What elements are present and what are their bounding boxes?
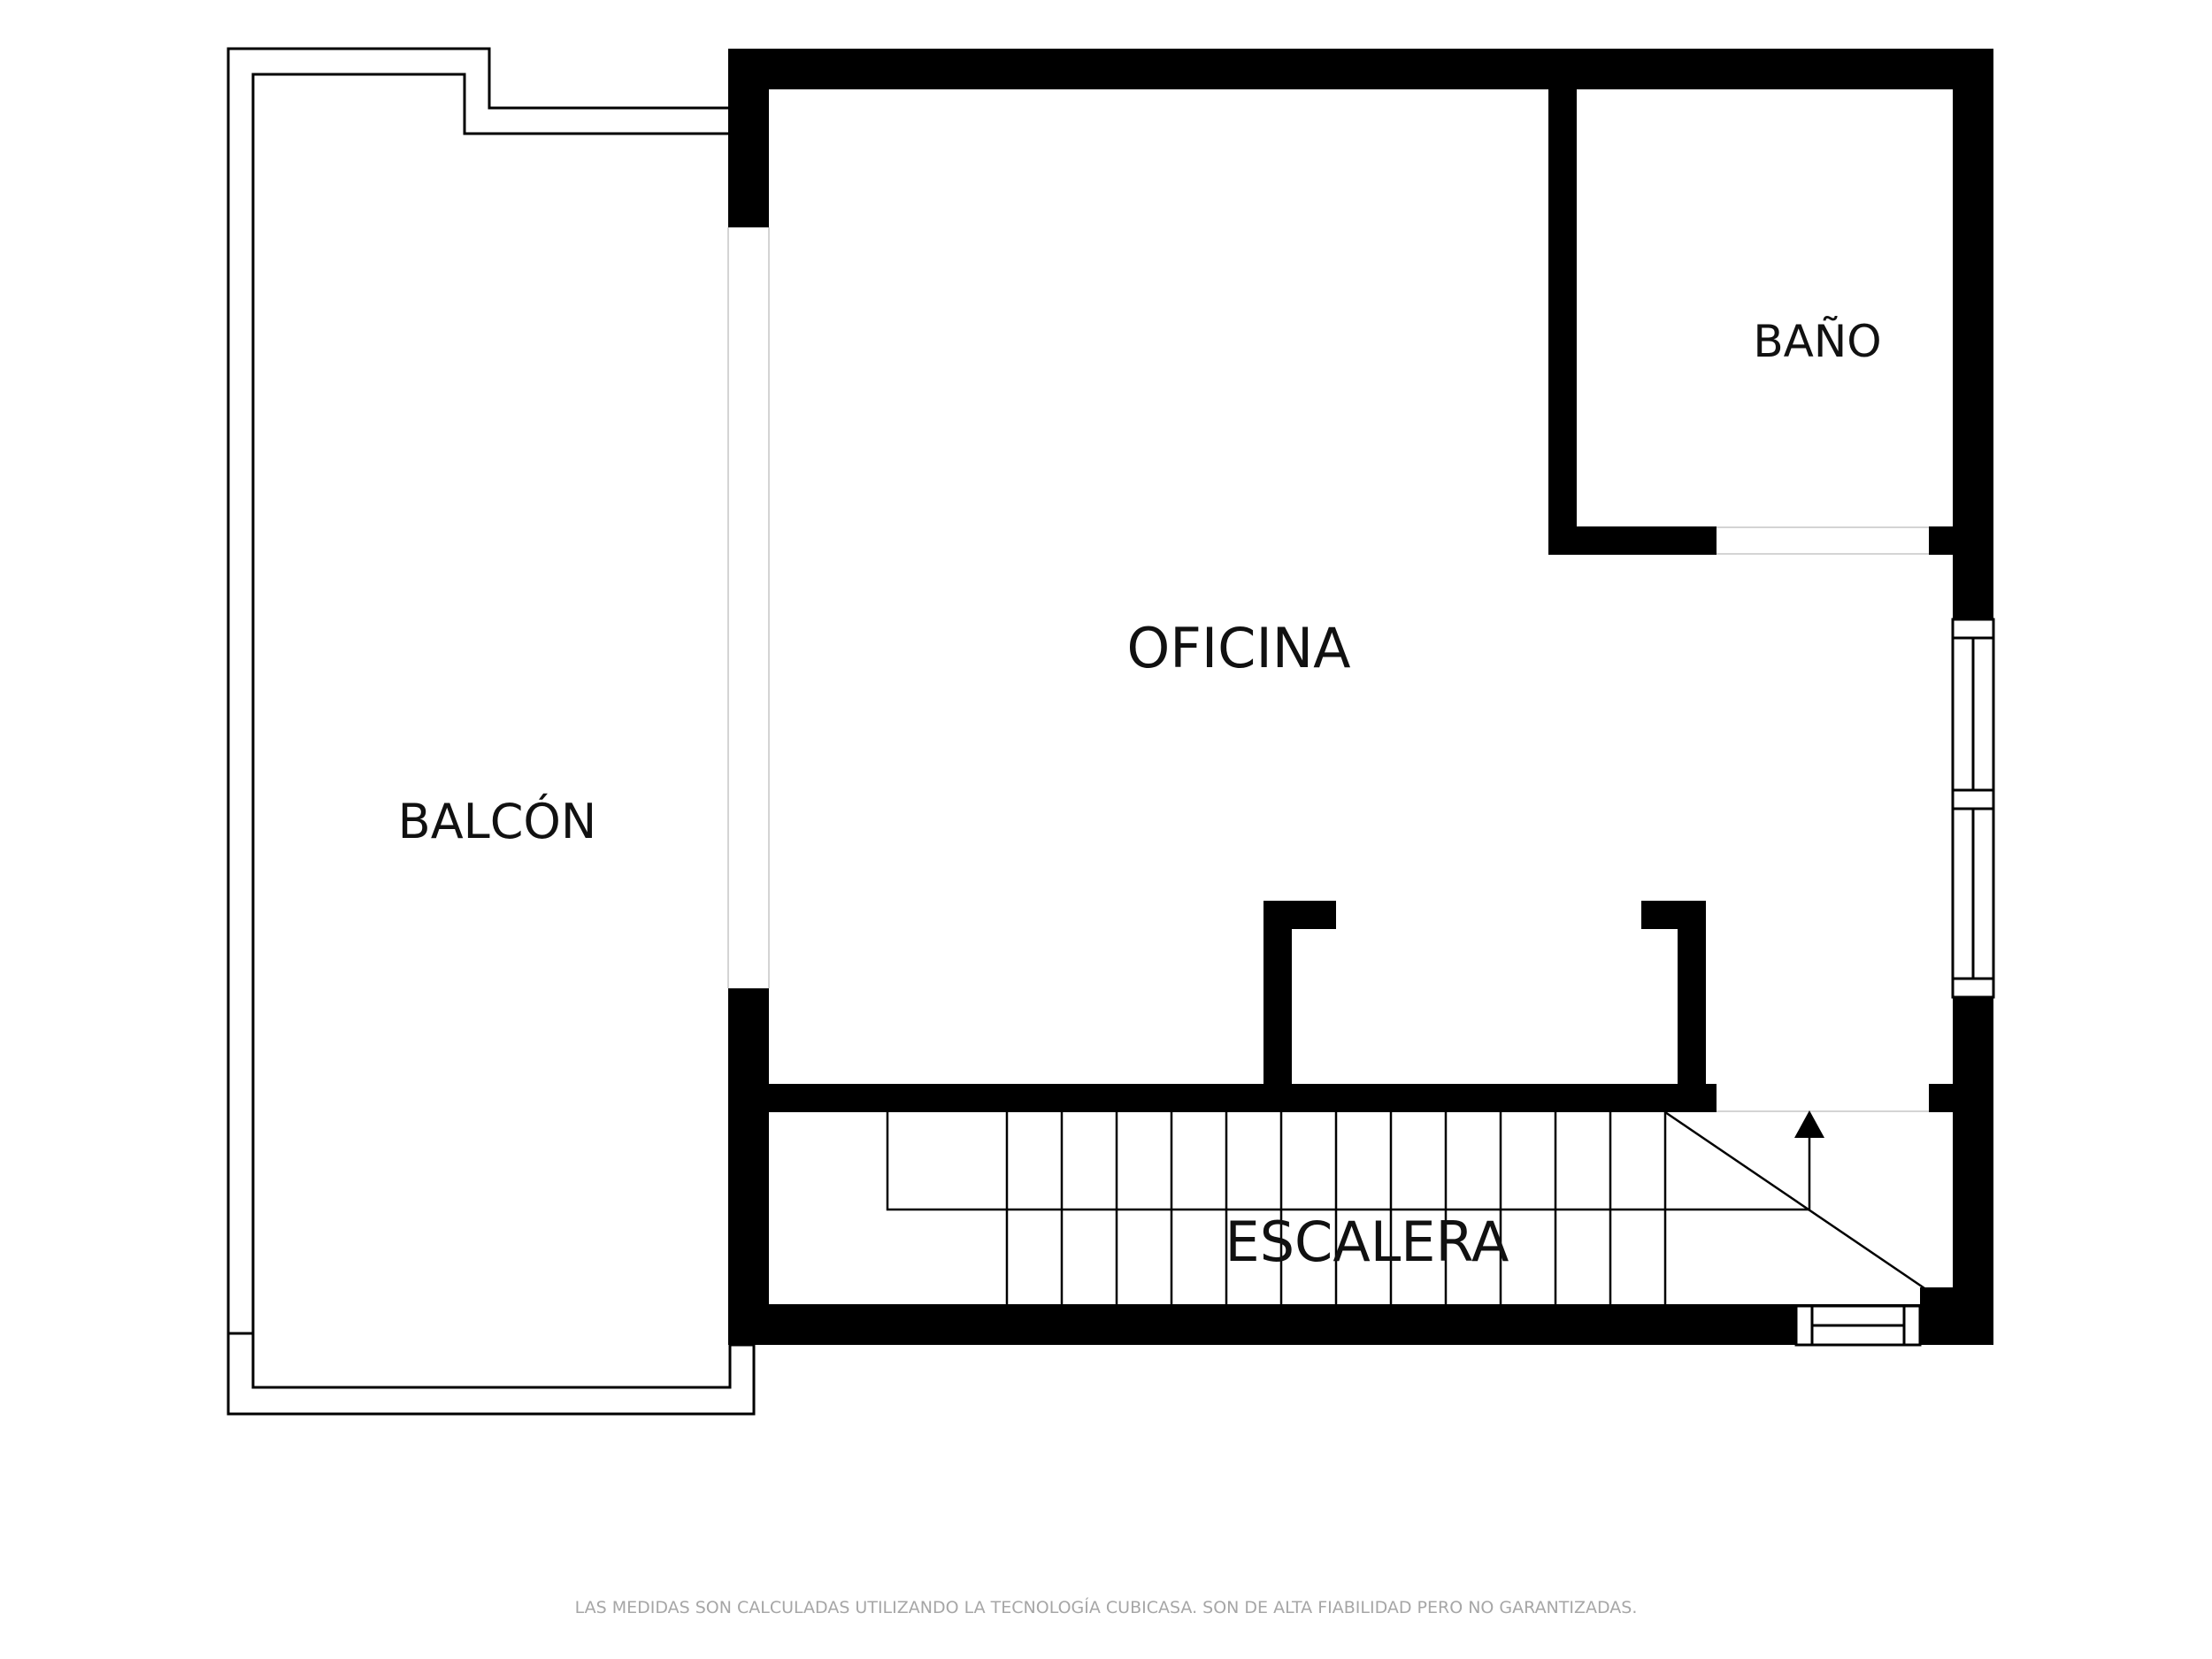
balcony-outline	[227, 47, 756, 1416]
wall-partition-right-cap	[1641, 901, 1706, 929]
wall-bathroom-bottom-right	[1929, 526, 1993, 555]
right-window	[1951, 618, 1995, 999]
wall-right-lower	[1953, 997, 1993, 1345]
bathroom-door-opening	[1717, 526, 1929, 555]
wall-left-upper	[728, 49, 769, 227]
balcony-inner-line	[251, 73, 732, 1389]
stair-handrail	[886, 1112, 1809, 1211]
wall-partition-left-cap	[1263, 901, 1336, 929]
stair-arrow-head-icon	[1794, 1110, 1824, 1138]
wall-stair-divider	[728, 1084, 1717, 1112]
wall-partition-left-post	[1263, 901, 1292, 1101]
room-label-balcon: BALCÓN	[398, 794, 597, 849]
wall-bathroom-bottom-left	[1548, 526, 1717, 555]
measurement-disclaimer: LAS MEDIDAS SON CALCULADAS UTILIZANDO LA…	[575, 1597, 1638, 1617]
staircase	[886, 1110, 1928, 1304]
balcony-opening	[727, 227, 770, 988]
wall-top	[728, 49, 1993, 89]
room-label-bano: BAÑO	[1753, 316, 1881, 367]
stair-diagonal	[1664, 1110, 1928, 1292]
walls	[728, 49, 1993, 1345]
wall-left-lower	[728, 988, 769, 1345]
wall-partition-right-post	[1678, 901, 1706, 1101]
wall-right-upper	[1953, 49, 1993, 619]
balcony-outer-line	[227, 47, 756, 1416]
wall-stair-stub-right	[1929, 1084, 1993, 1112]
wall-corner-block	[1920, 1287, 1993, 1345]
bottom-window	[1794, 1304, 1922, 1347]
wall-bathroom-left	[1548, 49, 1577, 555]
room-label-oficina: OFICINA	[1126, 616, 1350, 680]
wall-bottom	[728, 1304, 1993, 1345]
room-label-escalera: ESCALERA	[1225, 1210, 1509, 1274]
